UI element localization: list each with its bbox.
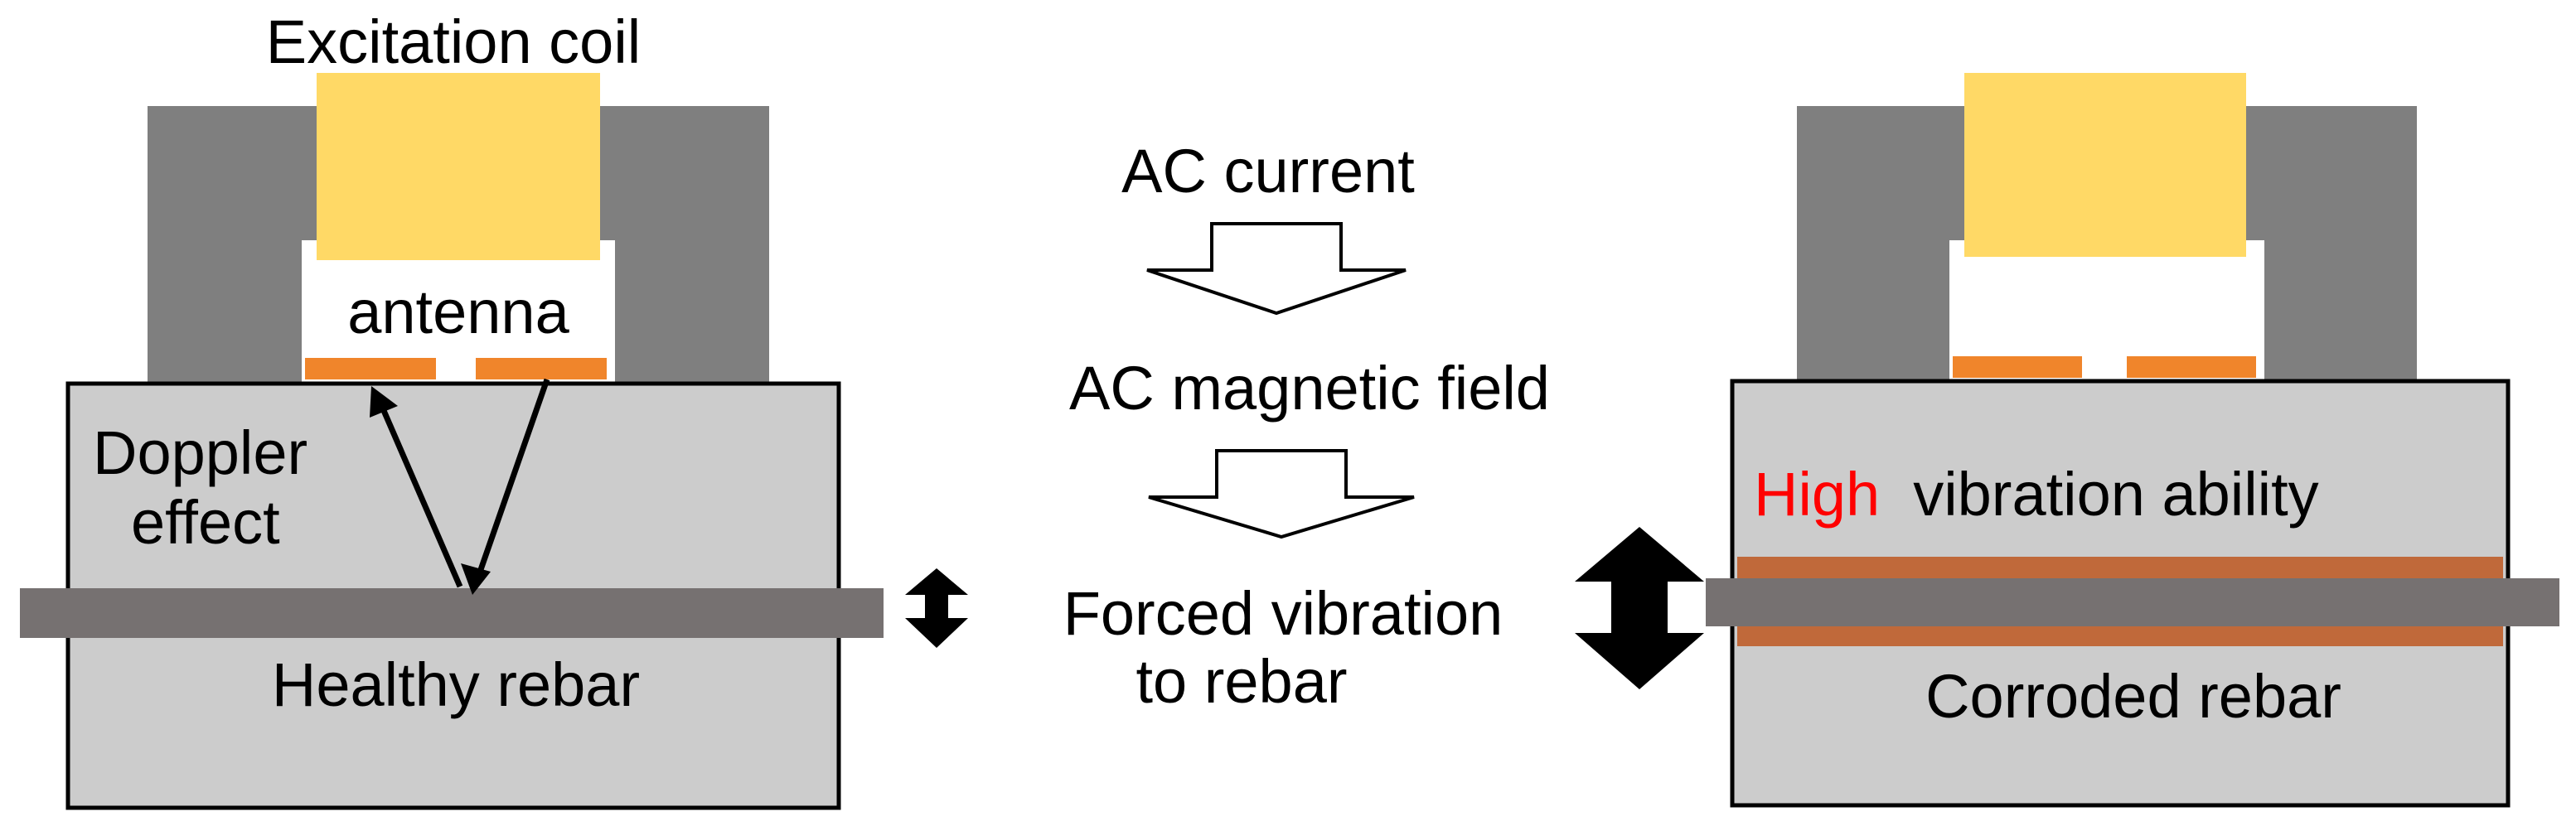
doppler-label-line1: Doppler [93, 418, 307, 487]
flow-arrow-2 [1148, 449, 1415, 539]
ac-magnetic-field-label: AC magnetic field [1069, 354, 1550, 423]
left-rebar [20, 588, 884, 638]
right-excitation-coil [1964, 73, 2246, 257]
doppler-label-line2: effect [131, 488, 280, 557]
excitation-coil-label: Excitation coil [266, 7, 641, 76]
ac-current-label: AC current [1121, 137, 1415, 205]
doppler-ray-incoming-head [461, 563, 491, 595]
right-rebar [1706, 578, 2559, 626]
doppler-ray-incoming [473, 378, 550, 583]
healthy-setup: Excitation coil antenna Doppler effect H… [20, 7, 968, 810]
vibration-ability-text: vibration ability [1913, 460, 2318, 529]
healthy-rebar-label: Healthy rebar [272, 650, 640, 719]
large-vibration-arrow [1575, 527, 1704, 689]
process-flow: AC current AC magnetic field Forced vibr… [1063, 137, 1550, 716]
antenna-label: antenna [347, 278, 569, 346]
corroded-setup: High vibration ability Corroded rebar [1575, 73, 2559, 808]
doppler-ray-reflected-head [370, 386, 398, 418]
forced-vibration-label-line2: to rebar [1135, 647, 1347, 716]
small-vibration-arrow [905, 568, 968, 648]
left-antenna-element-1 [305, 358, 436, 379]
high-label: High [1754, 460, 1880, 529]
vibration-ability-label: High vibration ability [1754, 460, 2319, 529]
left-excitation-coil [317, 73, 600, 260]
right-antenna-element-2 [2127, 356, 2256, 378]
right-antenna-element-1 [1953, 356, 2082, 378]
forced-vibration-label-line1: Forced vibration [1063, 579, 1503, 648]
flow-arrow-1 [1146, 222, 1407, 316]
corroded-rebar-label: Corroded rebar [1925, 662, 2341, 731]
left-antenna-element-2 [476, 358, 607, 379]
doppler-ray-reflected [376, 399, 463, 588]
